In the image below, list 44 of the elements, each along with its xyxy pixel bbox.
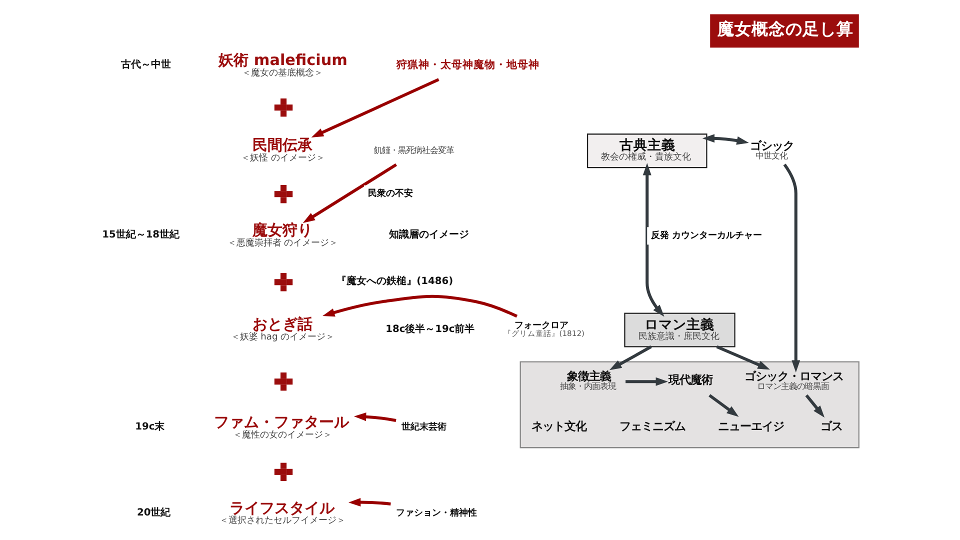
node-text: ファション・精神性 [396,508,477,518]
arrow [708,394,738,417]
arrow [322,294,518,318]
node-text: 象徴主義 抽象・内面表現 [560,369,616,392]
arrow [782,164,800,372]
arrow [353,412,396,422]
node-text: ニューエイジ [718,418,784,433]
node-text: 狩猟神・太母神魔物・地母神 [396,58,540,71]
label: 知識層のイメージ [388,230,469,241]
node-text: フォークロア 『グリム童話』(1812) [502,321,584,338]
arrow [302,163,397,224]
arrow [804,394,824,418]
node-text: 魔女狩り ＜悪魔崇拝者 のイメージ＞ [226,221,338,248]
node-text: 民間伝承 ＜妖怪 のイメージ＞ [240,136,324,164]
arrow [310,78,439,138]
node-text: おとぎ話 ＜妖婆 hag のイメージ＞ [230,315,334,343]
label: 『魔女への鉄槌』(1486) [336,276,453,287]
node-text: ゴシック 中世文化 [749,138,794,160]
node-text: ファム・ファタール ＜魔性の女のイメージ＞ [214,413,349,440]
arrow [716,345,770,370]
node-text: 世紀末芸術 [401,422,446,432]
arrow [348,498,390,507]
label: 20世紀 [136,507,170,518]
node-text: 妖術 maleficium ＜魔女の基底概念＞ [218,51,347,78]
arrow [702,134,748,145]
label: 19c末 [134,422,164,433]
node-text: ライフスタイル ＜選択されたセルフイメージ＞ [218,498,345,526]
node-text: 飢饉・黒死病社会変革 [374,144,454,155]
label: 15世紀～18世紀 [102,230,180,241]
label: 18c後半～19c前半 [385,324,474,335]
arrow [608,345,652,370]
node-box: ロマン主義 民族意識・庶民文化 [624,312,735,348]
node-text: 現代魔術 [668,372,712,386]
node-text: フェミニズム [618,418,685,433]
arrow [642,163,664,317]
node-text: ゴシック・ロマンス ロマン主義の暗黒面 [744,369,843,392]
node-text: ゴス [820,418,842,433]
diagram-title: 魔女概念の足し算 [717,19,854,38]
edge-label: 反発 カウンターカルチャー [650,230,762,241]
node-box: 古典主義 教会の権威・貴族文化 [586,134,707,168]
arrow [625,377,668,386]
edge-label: 民衆の不安 [368,189,413,200]
node-text: ネット文化 [531,418,586,433]
label: 古代～中世 [120,60,171,71]
